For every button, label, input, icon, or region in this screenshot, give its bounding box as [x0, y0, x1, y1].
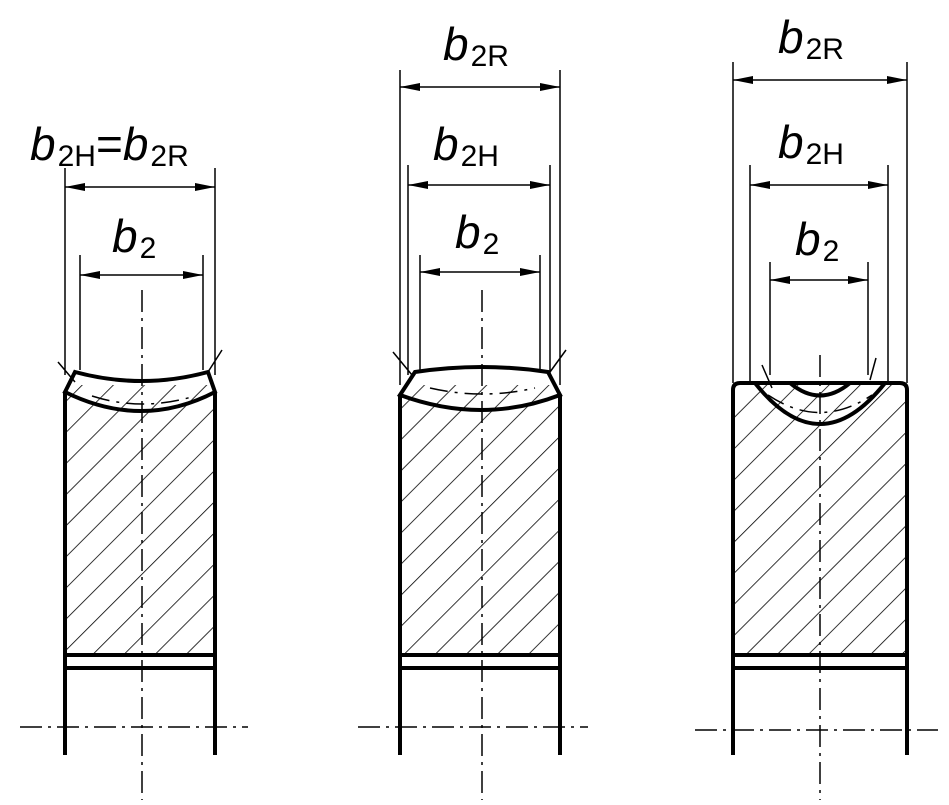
extension-lines: [732, 62, 908, 389]
label-b2: b2: [112, 210, 156, 265]
figure-concave-throat: b2R b2H b2: [695, 11, 938, 800]
extension-lines: [57, 168, 223, 383]
crown-profile: [62, 369, 218, 413]
label-b2: b2: [455, 206, 499, 261]
extension-lines: [392, 70, 567, 385]
label-b2: b2: [795, 213, 839, 268]
label-b2h: b2H: [778, 116, 844, 171]
hatched-section: [65, 385, 215, 657]
label-b2h-equals-b2r: b2H=b2R: [30, 118, 189, 173]
body-outline: [398, 395, 562, 755]
label-b2r: b2R: [443, 18, 509, 73]
pitch-arc: [91, 395, 196, 405]
throat-profile: [750, 381, 890, 426]
crown-profile: [396, 365, 563, 412]
body-outline: [63, 392, 217, 755]
bore-band: [63, 653, 217, 670]
label-b2r: b2R: [778, 11, 844, 66]
label-b2h: b2H: [433, 118, 499, 173]
pitch-arc: [767, 394, 873, 414]
figure-equal-widths: b2H=b2R b2: [20, 118, 248, 800]
bore-band: [398, 653, 562, 670]
figure-convex-crown: b2R b2H b2: [358, 18, 588, 800]
hatched-section: [400, 385, 560, 657]
